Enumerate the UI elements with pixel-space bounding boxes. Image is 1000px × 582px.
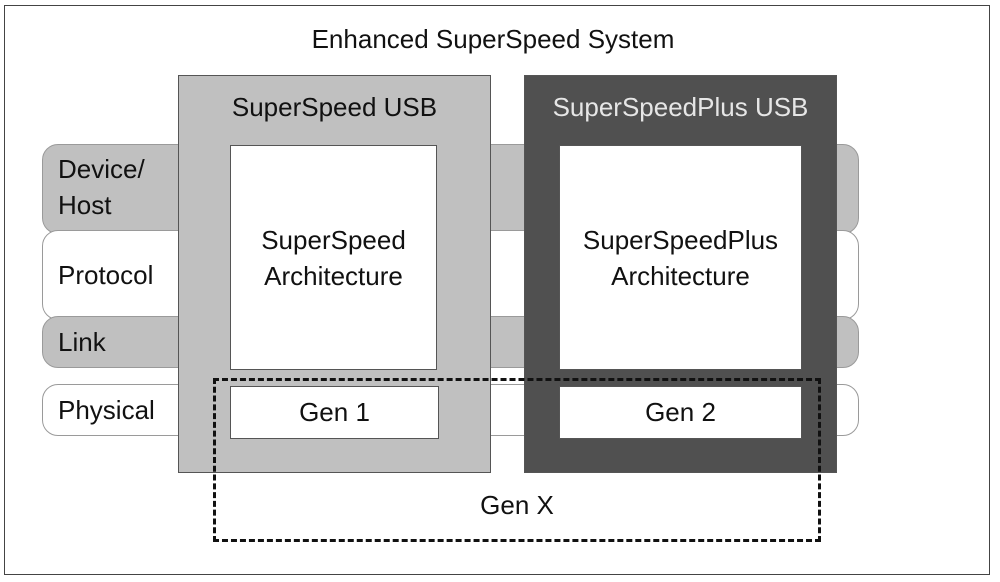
superspeed-architecture-line2: Architecture — [264, 260, 403, 291]
superspeedplus-usb-column: SuperSpeedPlus USB SuperSpeedPlus Archit… — [524, 75, 837, 473]
layer-label-physical: Physical — [58, 395, 155, 425]
superspeed-usb-title: SuperSpeed USB — [231, 92, 438, 122]
diagram-frame: Enhanced SuperSpeed System Device/ Host … — [4, 5, 990, 575]
layer-label-device-line1: Device/ — [58, 154, 145, 184]
superspeed-usb-column: SuperSpeed USB SuperSpeed Architecture G… — [178, 75, 491, 473]
gen2-box: Gen 2 — [559, 386, 802, 439]
layer-label-device-line2: Host — [58, 190, 112, 220]
diagram-title: Enhanced SuperSpeed System — [311, 24, 675, 54]
superspeed-architecture-box: SuperSpeed Architecture — [230, 145, 437, 370]
genx-dashed-region: Gen X — [213, 378, 821, 542]
superspeedplus-architecture-line2: Architecture — [611, 260, 750, 291]
layer-label-device-host: Device/ Host — [58, 151, 145, 223]
layer-label-protocol: Protocol — [58, 260, 154, 290]
superspeedplus-usb-title: SuperSpeedPlus USB — [552, 92, 809, 122]
genx-label: Gen X — [480, 490, 554, 520]
gen1-box: Gen 1 — [230, 386, 439, 439]
layer-label-link: Link — [58, 327, 106, 357]
superspeedplus-architecture-box: SuperSpeedPlus Architecture — [559, 145, 802, 370]
superspeed-architecture-line1: SuperSpeed — [261, 224, 406, 255]
superspeedplus-architecture-line1: SuperSpeedPlus — [582, 224, 779, 255]
